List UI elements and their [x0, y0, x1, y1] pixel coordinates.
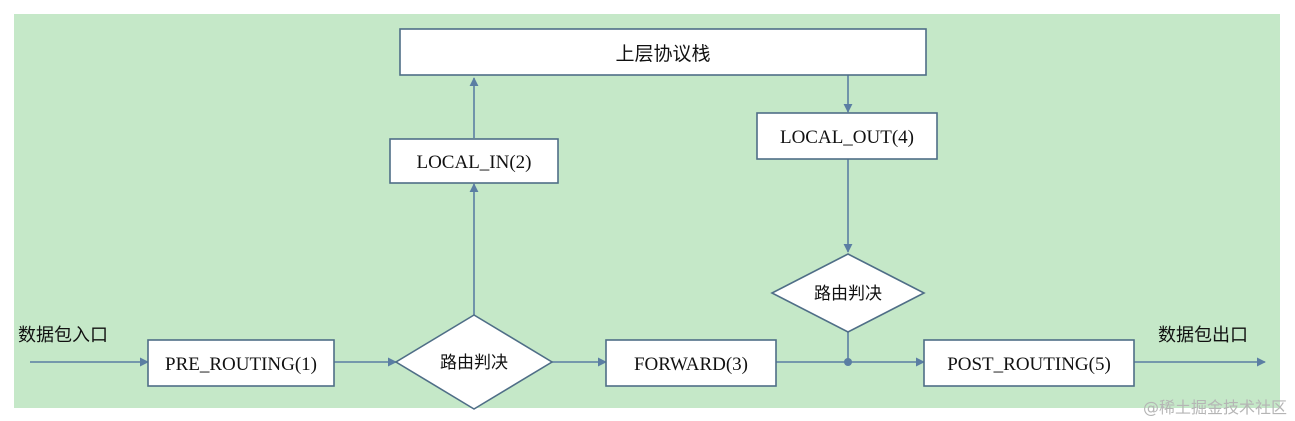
post-routing-label: POST_ROUTING(5): [947, 354, 1111, 375]
forward-label: FORWARD(3): [634, 354, 748, 375]
watermark: @稀土掘金技术社区: [1143, 398, 1287, 417]
upper-protocol-stack-box: [399, 28, 927, 76]
packet-exit-label: 数据包出口: [1158, 325, 1248, 346]
route-decision-diamond-2: [770, 253, 926, 333]
route-decision-label-1: 路由判决: [440, 353, 508, 373]
junction-dot: [844, 358, 852, 366]
pre-routing-box: [147, 339, 335, 387]
route-decision-diamond-1: [394, 314, 554, 410]
local-out-label: LOCAL_OUT(4): [780, 127, 914, 148]
upper-protocol-stack-label: 上层协议栈: [615, 43, 710, 65]
forward-box: [605, 339, 777, 387]
packet-entry-label: 数据包入口: [18, 325, 108, 346]
pre-routing-label: PRE_ROUTING(1): [165, 354, 317, 375]
route-decision-label-2: 路由判决: [814, 284, 882, 304]
post-routing-box: [923, 339, 1135, 387]
local-in-box: [389, 138, 559, 184]
local-out-box: [756, 112, 938, 160]
local-in-label: LOCAL_IN(2): [416, 152, 531, 173]
